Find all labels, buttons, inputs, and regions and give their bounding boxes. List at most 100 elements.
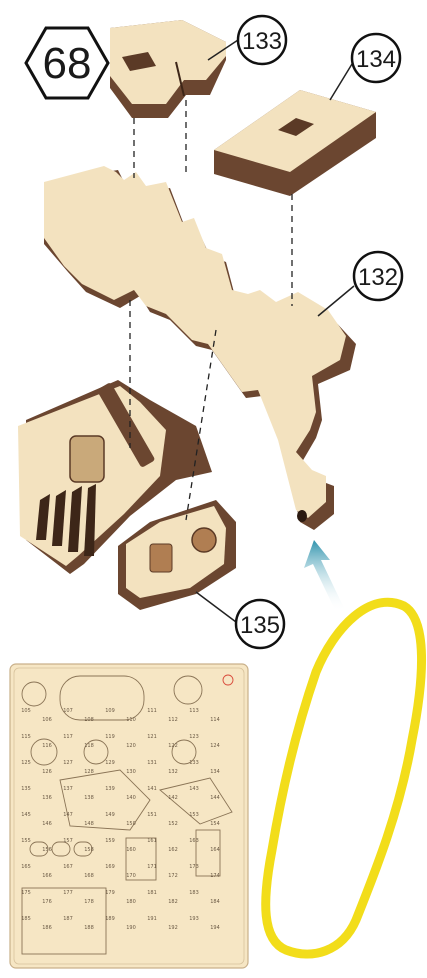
sheet-part-number: 158 [84,847,94,853]
sheet-part-number: 136 [42,795,52,801]
basket-center-tab [70,436,104,482]
sheet-part-number: 174 [210,873,220,879]
sheet-part-number: 140 [126,795,136,801]
callout-134-label: 134 [356,46,396,73]
sheet-part-number: 105 [21,708,31,714]
sheet-part-number: 127 [63,760,73,766]
sheet-part-number: 180 [126,899,136,905]
sheet-part-number: 134 [210,769,220,775]
leader-135 [196,592,236,622]
sheet-part-number: 149 [105,812,115,818]
sheet-part-number: 155 [21,838,31,844]
sheet-part-number: 175 [21,890,31,896]
sheet-part-number: 152 [168,821,178,827]
sheet-part-number: 143 [189,786,199,792]
sheet-part-number: 116 [42,743,52,749]
sheet-part-number: 172 [168,873,178,879]
sheet-part-number: 118 [84,743,94,749]
step-badge: 68 [26,28,108,98]
callout-132: 132 [354,252,402,300]
sheet-part-number: 154 [210,821,220,827]
sheet-part-number: 113 [189,708,199,714]
sheet-part-number: 189 [105,916,115,922]
leader-132 [318,286,354,316]
rubber-band-icon [266,602,422,954]
sheet-part-number: 107 [63,708,73,714]
sheet-part-number: 170 [126,873,136,879]
part-134 [214,90,376,196]
sheet-part-number: 144 [210,795,220,801]
sheet-part-number: 115 [21,734,31,740]
callout-133-label: 133 [242,28,282,55]
part-132-hook-hole [297,510,307,522]
hook-arrow-icon [304,540,344,612]
sheet-part-number: 184 [210,899,220,905]
sheet-part-number: 188 [84,925,94,931]
sheet-part-number: 186 [42,925,52,931]
sheet-part-number: 130 [126,769,136,775]
sheet-part-number: 121 [147,734,157,740]
sheet-part-number: 169 [105,864,115,870]
parts-sheet-background [10,664,248,968]
sheet-part-number: 142 [168,795,178,801]
sheet-part-number: 181 [147,890,157,896]
sheet-part-number: 109 [105,708,115,714]
sheet-part-number: 112 [168,717,178,723]
step-number: 68 [43,39,92,88]
callout-133: 133 [238,16,286,64]
part-135-wheel-icon [192,528,216,552]
part-133 [110,20,226,118]
sheet-part-number: 148 [84,821,94,827]
sheet-part-number: 187 [63,916,73,922]
sheet-part-number: 185 [21,916,31,922]
sheet-part-number: 193 [189,916,199,922]
sheet-part-number: 191 [147,916,157,922]
sheet-part-number: 108 [84,717,94,723]
sheet-part-number: 146 [42,821,52,827]
sheet-part-number: 164 [210,847,220,853]
sheet-part-number: 117 [63,734,73,740]
part-135-grille-left [150,544,172,572]
sheet-part-number: 132 [168,769,178,775]
sheet-part-number: 147 [63,812,73,818]
sheet-part-number: 166 [42,873,52,879]
sheet-part-number: 179 [105,890,115,896]
sheet-part-number: 162 [168,847,178,853]
sheet-part-number: 150 [126,821,136,827]
hook-arrow-shape [304,540,344,612]
sheet-part-number: 194 [210,925,220,931]
sheet-part-number: 173 [189,864,199,870]
sheet-part-number: 137 [63,786,73,792]
callout-134: 134 [352,34,400,82]
callout-135: 135 [236,600,284,648]
sheet-part-number: 110 [126,717,136,723]
callout-135-label: 135 [240,612,280,639]
sheet-part-number: 129 [105,760,115,766]
leader-134 [330,64,352,100]
sheet-part-number: 135 [21,786,31,792]
sheet-part-number: 128 [84,769,94,775]
sheet-part-number: 156 [42,847,52,853]
sheet-part-number: 153 [189,812,199,818]
sheet-part-number: 183 [189,890,199,896]
sheet-part-number: 161 [147,838,157,844]
sheet-part-number: 139 [105,786,115,792]
sheet-part-number: 120 [126,743,136,749]
sheet-part-number: 124 [210,743,220,749]
sheet-part-number: 141 [147,786,157,792]
sheet-part-number: 160 [126,847,136,853]
sheet-part-number: 151 [147,812,157,818]
sheet-part-number: 190 [126,925,136,931]
sheet-part-number: 178 [84,899,94,905]
sheet-part-number: 145 [21,812,31,818]
sheet-part-number: 192 [168,925,178,931]
sheet-part-number: 163 [189,838,199,844]
sheet-part-number: 167 [63,864,73,870]
sheet-part-number: 106 [42,717,52,723]
sheet-part-number: 182 [168,899,178,905]
sheet-part-number: 171 [147,864,157,870]
sheet-part-number: 125 [21,760,31,766]
sheet-part-number: 122 [168,743,178,749]
